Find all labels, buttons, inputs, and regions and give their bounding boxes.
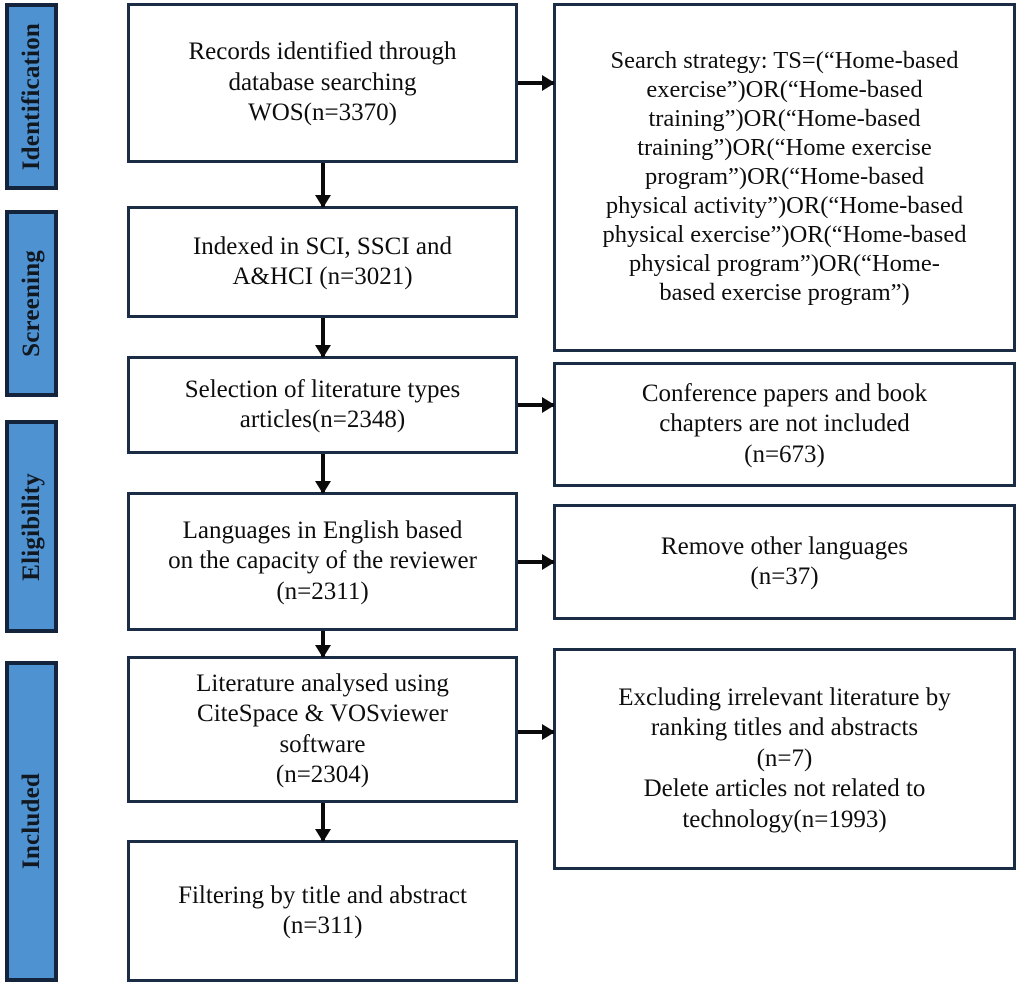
flow-box-search-strategy: Search strategy: TS=(“Home-based exercis… bbox=[553, 3, 1016, 352]
flow-box-title-abstract-filter-text: Filtering by title and abstract (n=311) bbox=[178, 881, 467, 940]
flow-box-records-identified-text: Records identified through database sear… bbox=[188, 38, 457, 127]
flow-box-language-filter: Languages in English based on the capaci… bbox=[127, 492, 518, 631]
flow-box-records-identified: Records identified through database sear… bbox=[127, 3, 518, 163]
arrow-down-icon bbox=[315, 829, 331, 842]
flow-box-software-analysis-text: Literature analysed using CiteSpace & VO… bbox=[196, 669, 449, 789]
stage-tab-identification: Identification bbox=[5, 3, 58, 190]
stage-tab-included: Included bbox=[5, 661, 58, 982]
arrow-right-icon bbox=[542, 397, 555, 413]
stage-label-screening: Screening bbox=[18, 250, 45, 357]
connector-records-to-indexed bbox=[315, 163, 331, 208]
flow-box-literature-types-text: Selection of literature types articles(n… bbox=[184, 375, 461, 434]
arrow-down-icon bbox=[315, 645, 331, 658]
stage-tab-eligibility: Eligibility bbox=[5, 420, 58, 633]
flow-box-software-analysis: Literature analysed using CiteSpace & VO… bbox=[127, 656, 518, 803]
stage-tab-screening: Screening bbox=[5, 210, 58, 397]
connector-records-to-search-strategy bbox=[518, 75, 555, 91]
connector-indexed-to-types bbox=[315, 318, 331, 358]
flow-box-indexed-databases: Indexed in SCI, SSCI and A&HCI (n=3021) bbox=[127, 206, 518, 318]
flow-box-literature-types: Selection of literature types articles(n… bbox=[127, 356, 518, 454]
flow-box-title-abstract-filter: Filtering by title and abstract (n=311) bbox=[127, 840, 518, 982]
connector-types-to-language bbox=[315, 454, 331, 494]
arrow-down-icon bbox=[315, 481, 331, 494]
arrow-right-icon bbox=[542, 554, 555, 570]
flow-box-excluded-conference-book-text: Conference papers and book chapters are … bbox=[641, 379, 928, 468]
flow-box-search-strategy-text: Search strategy: TS=(“Home-based exercis… bbox=[602, 47, 967, 306]
arrow-down-icon bbox=[315, 345, 331, 358]
flow-box-excluded-languages: Remove other languages (n=37) bbox=[553, 504, 1016, 620]
flow-box-excluded-conference-book: Conference papers and book chapters are … bbox=[553, 362, 1016, 487]
stage-label-identification: Identification bbox=[18, 22, 45, 171]
stage-label-included: Included bbox=[18, 773, 45, 870]
connector-language-to-software bbox=[315, 631, 331, 658]
arrow-right-icon bbox=[542, 75, 555, 91]
connector-types-to-excluded-conference bbox=[518, 397, 555, 413]
flow-box-excluded-languages-text: Remove other languages (n=37) bbox=[660, 532, 909, 591]
arrow-down-icon bbox=[315, 195, 331, 208]
flow-box-excluded-irrelevant: Excluding irrelevant literature by ranki… bbox=[553, 648, 1016, 870]
stage-label-eligibility: Eligibility bbox=[18, 472, 45, 581]
flow-box-indexed-databases-text: Indexed in SCI, SSCI and A&HCI (n=3021) bbox=[192, 232, 453, 291]
connector-software-to-filtering bbox=[315, 803, 331, 842]
connector-language-to-excluded-languages bbox=[518, 554, 555, 570]
flow-box-excluded-irrelevant-text: Excluding irrelevant literature by ranki… bbox=[618, 683, 951, 833]
connector-software-to-excluded-irrelevant bbox=[518, 724, 555, 740]
arrow-right-icon bbox=[542, 724, 555, 740]
flow-box-language-filter-text: Languages in English based on the capaci… bbox=[168, 516, 477, 605]
